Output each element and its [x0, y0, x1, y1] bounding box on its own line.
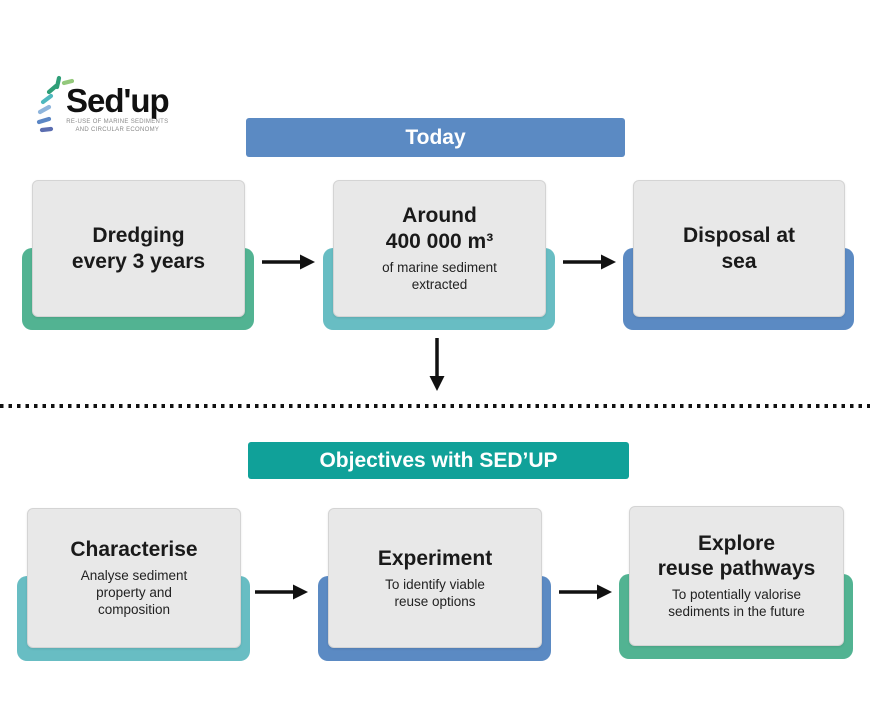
arrow-down-icon: [428, 337, 446, 392]
box-subtitle: To identify viable reuse options: [385, 576, 485, 609]
box-title: Characterise: [70, 538, 198, 562]
box-title: Experiment: [377, 546, 493, 570]
logo-brand: Sed'up: [66, 82, 170, 119]
flow-box-experiment: Experiment To identify viable reuse opti…: [318, 508, 551, 661]
flow-box-explore: Explore reuse pathways To potentially va…: [619, 506, 853, 659]
flow-box-dredging: Dredging every 3 years: [22, 180, 254, 330]
box-face: Dredging every 3 years: [32, 180, 245, 317]
box-title: Dredging every 3 years: [71, 224, 206, 273]
logo-text: Sed'up RE-USE OF MARINE SEDIMENTS AND CI…: [66, 82, 170, 134]
arrow-right-icon: [562, 253, 617, 271]
sedup-logo: Sed'up RE-USE OF MARINE SEDIMENTS AND CI…: [36, 74, 170, 139]
box-face: Disposal at sea: [633, 180, 845, 317]
box-title: Explore reuse pathways: [657, 531, 816, 581]
flow-box-volume: Around 400 000 m³ of marine sediment ext…: [323, 180, 555, 330]
box-subtitle: To potentially valorise sediments in the…: [668, 587, 805, 620]
arrow-right-icon: [254, 583, 309, 601]
today-banner: Today: [246, 118, 625, 157]
box-face: Characterise Analyse sediment property a…: [27, 508, 241, 648]
arrow-right-icon: [558, 583, 613, 601]
flow-box-characterise: Characterise Analyse sediment property a…: [17, 508, 250, 661]
box-title: Disposal at sea: [682, 224, 796, 273]
arrow-right-icon: [261, 253, 316, 271]
box-subtitle: of marine sediment extracted: [382, 259, 497, 292]
box-face: Explore reuse pathways To potentially va…: [629, 506, 844, 646]
box-face: Around 400 000 m³ of marine sediment ext…: [333, 180, 546, 317]
flow-box-disposal: Disposal at sea: [623, 180, 854, 330]
logo-tagline: RE-USE OF MARINE SEDIMENTS AND CIRCULAR …: [66, 119, 169, 133]
box-face: Experiment To identify viable reuse opti…: [328, 508, 542, 648]
objectives-banner: Objectives with SED’UP: [248, 442, 629, 479]
box-title: Around 400 000 m³: [385, 204, 494, 253]
box-subtitle: Analyse sediment property and compositio…: [80, 568, 188, 618]
dotted-divider: [0, 404, 870, 408]
logo-dashes-icon: [36, 74, 75, 139]
